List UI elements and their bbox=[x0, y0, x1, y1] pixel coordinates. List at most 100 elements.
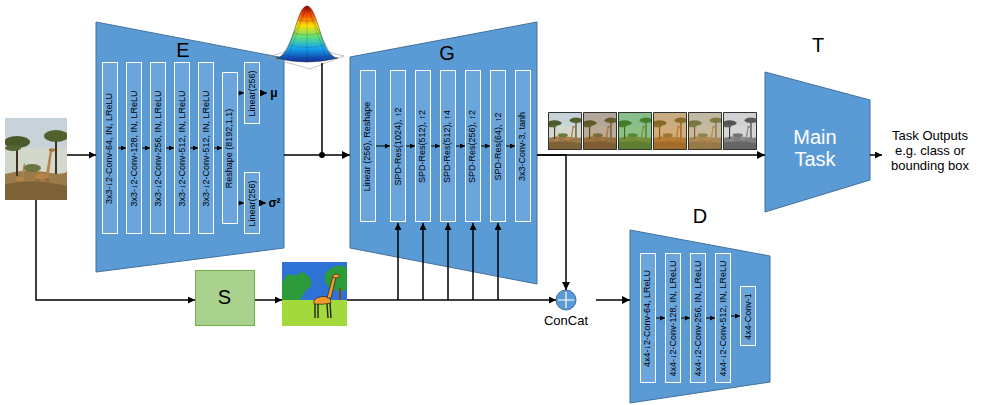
encoder-block: E 3x3-↓2-Conv-64, IN, LReLU 3x3-↓2-Conv-12… bbox=[96, 22, 284, 272]
layer-label: 4x4-↓2-Conv-256, IN, LReLU bbox=[693, 260, 704, 376]
label-holder: D bbox=[677, 205, 723, 227]
trapezoid-shape bbox=[630, 230, 770, 403]
arrow-connector bbox=[506, 146, 515, 147]
layer-label: SPD-Res(1024), ↑2 bbox=[393, 107, 404, 185]
seg-tree bbox=[282, 272, 311, 300]
concat-node: ConCat bbox=[536, 290, 596, 334]
output-image bbox=[652, 112, 687, 150]
block-label: D bbox=[677, 205, 723, 227]
surface-mesh bbox=[280, 6, 334, 63]
seg-tree bbox=[325, 266, 347, 291]
inner-connector-layer bbox=[96, 22, 284, 272]
layer-box: 4x4-↓2-Conv-128, IN, LReLU bbox=[665, 253, 681, 383]
seg-giraffe bbox=[314, 296, 331, 304]
plot-base bbox=[268, 46, 344, 69]
label-holder: G bbox=[424, 42, 470, 64]
layer-box: 4x4-↓2-Conv-64, LReLU bbox=[640, 253, 656, 383]
seg-wire bbox=[347, 299, 556, 301]
arrow-connector bbox=[166, 148, 174, 149]
layer-box: 4x4-↓2-Conv-512, IN, LReLU bbox=[715, 253, 731, 383]
input-wire bbox=[36, 200, 195, 300]
arrow-connector bbox=[537, 155, 566, 290]
layer-box: SPD-Res(256), ↑2 bbox=[465, 70, 481, 222]
output-image bbox=[582, 112, 617, 150]
layer-box: 3x3-Conv-3, tanh bbox=[515, 70, 531, 222]
layer-label: 4x4-↓2-Conv-64, LReLU bbox=[643, 269, 654, 366]
output-images bbox=[547, 112, 757, 150]
block-label: E bbox=[160, 39, 206, 61]
layer-box: SPD-Res(512), ↑2 bbox=[415, 70, 431, 222]
layer-box: Reshape (8192,1,1) bbox=[222, 72, 238, 224]
seg-branch bbox=[422, 223, 424, 300]
layer-label: 3x3-↓2-Conv-64, IN, LReLU bbox=[105, 92, 116, 203]
seg-sky bbox=[282, 262, 347, 326]
mean-symbol: μ bbox=[268, 86, 280, 100]
layer-box: 3x3-↓2-Conv-512, IN, LReLU bbox=[198, 62, 214, 234]
seg-wire bbox=[255, 299, 282, 301]
layer-box: 4x4-↓2-Conv-256, IN, LReLU bbox=[690, 253, 706, 383]
image-tint bbox=[653, 112, 687, 150]
input-wire bbox=[67, 154, 96, 156]
node-outline bbox=[765, 30, 870, 212]
layer-label: 3x3-↓2-Conv-512, IN, LReLU bbox=[201, 90, 212, 206]
label-holder: ConCat bbox=[536, 313, 596, 328]
plus-sign bbox=[558, 292, 574, 308]
seg-ground bbox=[282, 300, 347, 326]
label-holder: Task Outputs e.g. class or bounding box bbox=[882, 128, 978, 173]
generator-block: GLinear (256), ReshapeSPD-Res(1024), ↑2S… bbox=[350, 22, 537, 284]
trapezoid-shape bbox=[350, 22, 537, 284]
arrow-connector bbox=[406, 146, 415, 147]
output-image bbox=[722, 112, 757, 150]
layer-label: SPD-Res(256), ↑2 bbox=[468, 109, 479, 182]
trapezoid-shape bbox=[765, 72, 870, 212]
image-tint bbox=[583, 112, 617, 150]
block-label: G bbox=[424, 42, 470, 64]
layer-label: SPD-Res(512), ↑2 bbox=[418, 109, 429, 182]
segmentation-image bbox=[282, 262, 347, 326]
image-tint bbox=[688, 112, 722, 150]
layer-box: SPD-Res(1024), ↑2 bbox=[390, 70, 406, 222]
arrow-connector bbox=[376, 146, 390, 147]
image-tint bbox=[618, 112, 652, 150]
segmenter-box: S bbox=[195, 270, 255, 326]
output-note: Task Outputs e.g. class or bounding box bbox=[882, 128, 978, 173]
output-image bbox=[617, 112, 652, 150]
label-holder: E bbox=[160, 39, 206, 61]
layer-label: Linear(256) bbox=[247, 70, 258, 116]
arrow-connector bbox=[431, 146, 440, 147]
layer-label: Linear(256) bbox=[247, 180, 258, 226]
trapezoid-shape bbox=[96, 22, 284, 272]
layer-box: Linear(256) bbox=[244, 62, 260, 124]
arrow-connector bbox=[456, 146, 465, 147]
arrow-connector bbox=[656, 318, 665, 319]
block-label: Main Task bbox=[773, 126, 857, 170]
noise-wire bbox=[321, 63, 323, 155]
seg-trunk bbox=[339, 288, 341, 300]
layer-box: SPD-Res(64), ↑2 bbox=[490, 70, 506, 222]
task-block: TMain Task bbox=[765, 30, 870, 212]
sigma-wire bbox=[260, 203, 266, 204]
seg-branch bbox=[397, 223, 399, 300]
arrow-connector bbox=[214, 148, 222, 149]
layer-label: 3x3-↓2-Conv-256, IN, LReLU bbox=[153, 90, 164, 206]
seg-branch bbox=[447, 223, 449, 300]
seg-branch bbox=[497, 223, 499, 300]
layer-box: 3x3-↓2-Conv-256, IN, LReLU bbox=[150, 62, 166, 234]
layer-box: 4x4-Conv-1 bbox=[740, 286, 756, 346]
layer-box: 3x3-↓2-Conv-64, IN, LReLU bbox=[102, 62, 118, 234]
node-outline bbox=[96, 22, 284, 272]
layer-label: 4x4-↓2-Conv-512, IN, LReLU bbox=[718, 260, 729, 376]
input-image bbox=[4, 118, 68, 200]
arrow-connector bbox=[481, 146, 490, 147]
mu-wire bbox=[260, 93, 267, 94]
arrow-connector bbox=[731, 316, 740, 317]
seg-branch bbox=[472, 223, 474, 300]
layer-label: SPD-Res(64), ↑2 bbox=[493, 112, 504, 180]
layer-label: Reshape (8192,1,1) bbox=[225, 108, 236, 188]
seg-giraffe bbox=[333, 274, 340, 278]
junction-dot bbox=[319, 152, 325, 158]
layer-label: 3x3-↓2-Conv-128, IN, LReLU bbox=[129, 90, 140, 206]
arrow-connector bbox=[118, 148, 126, 149]
layer-box: 3x3-↓2-Conv-128, IN, LReLU bbox=[126, 62, 142, 234]
